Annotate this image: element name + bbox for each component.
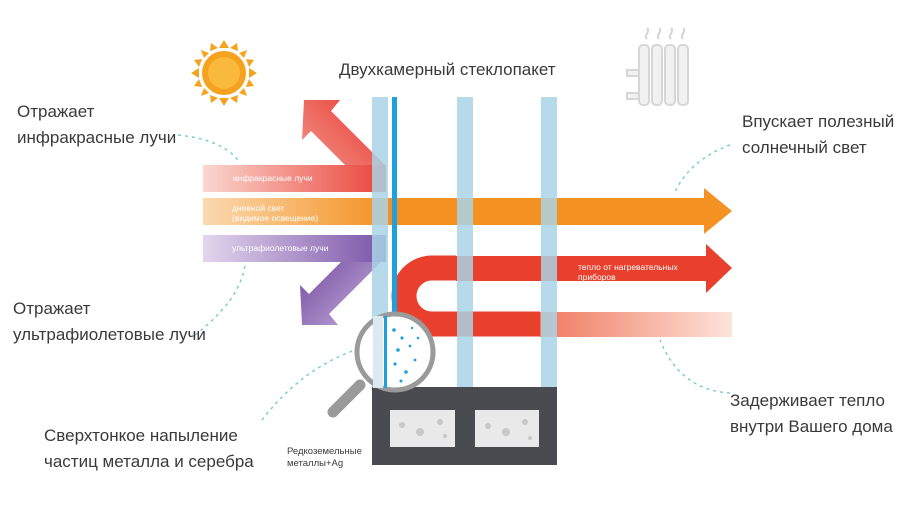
reflect-ir-label: Отражает инфракрасные лучи xyxy=(17,99,176,151)
reflect-ir-line2: инфракрасные лучи xyxy=(17,128,177,147)
infrared-band-label: инфракрасные лучи xyxy=(233,173,313,183)
diagram-title: Двухкамерный стеклопакет xyxy=(339,60,556,79)
daylight-band-label: дневной свет (видимое освещение) xyxy=(232,203,318,223)
low-e-coating xyxy=(392,97,397,387)
spacer-caption-line1: Редкоземельные xyxy=(287,446,362,457)
daylight-band xyxy=(203,198,386,225)
passes-light-label: Впускает полезный солнечный свет xyxy=(742,109,894,161)
spacer-caption: Редкоземельные металлы+Ag xyxy=(287,446,362,470)
reflect-ir-line1: Отражает xyxy=(17,102,95,121)
ultraviolet-band xyxy=(203,235,386,262)
daylight-line1: дневной свет xyxy=(232,203,285,213)
coating-line2: частиц металла и серебра xyxy=(44,452,254,471)
keeps-heat-line1: Задерживает тепло xyxy=(730,391,885,410)
heat-line2: приборов xyxy=(578,272,616,282)
coating-label: Сверхтонкое напыление частиц металла и с… xyxy=(44,423,254,475)
magnifier-icon xyxy=(327,311,436,418)
spacer-frame-1 xyxy=(372,387,473,465)
passes-light-line1: Впускает полезный xyxy=(742,112,895,131)
infrared-band xyxy=(203,165,386,192)
leader-lines xyxy=(177,134,731,421)
daylight-line2: (видимое освещение) xyxy=(232,213,319,223)
reflect-uv-line2: ультрафиолетовые лучи xyxy=(13,325,206,344)
daylight-through-arrow xyxy=(386,188,732,234)
keeps-heat-line2: внутри Вашего дома xyxy=(730,417,893,436)
spacer-caption-line2: металлы+Ag xyxy=(287,458,344,469)
heat-line1: тепло от нагревательных xyxy=(578,262,678,272)
sun-icon xyxy=(191,40,257,106)
glass-pane-middle xyxy=(457,97,473,387)
reflect-uv-label: Отражает ультрафиолетовые лучи xyxy=(13,296,206,348)
radiator-icon xyxy=(626,27,689,106)
coating-line1: Сверхтонкое напыление xyxy=(44,426,238,445)
heat-band-label: тепло от нагревательных приборов xyxy=(578,262,678,282)
heat-fade-band xyxy=(540,312,732,337)
glass-pane-inner xyxy=(541,97,557,387)
reflected-ir-arrow xyxy=(302,100,386,186)
ultraviolet-band-label: ультрафиолетовые лучи xyxy=(232,243,329,253)
reflect-uv-line1: Отражает xyxy=(13,299,91,318)
passes-light-line2: солнечный свет xyxy=(742,138,867,157)
heat-u-arrow xyxy=(391,255,540,337)
spacer-frame-2 xyxy=(457,387,557,465)
keeps-heat-label: Задерживает тепло внутри Вашего дома xyxy=(730,388,893,440)
heat-arrow-head xyxy=(456,244,732,293)
